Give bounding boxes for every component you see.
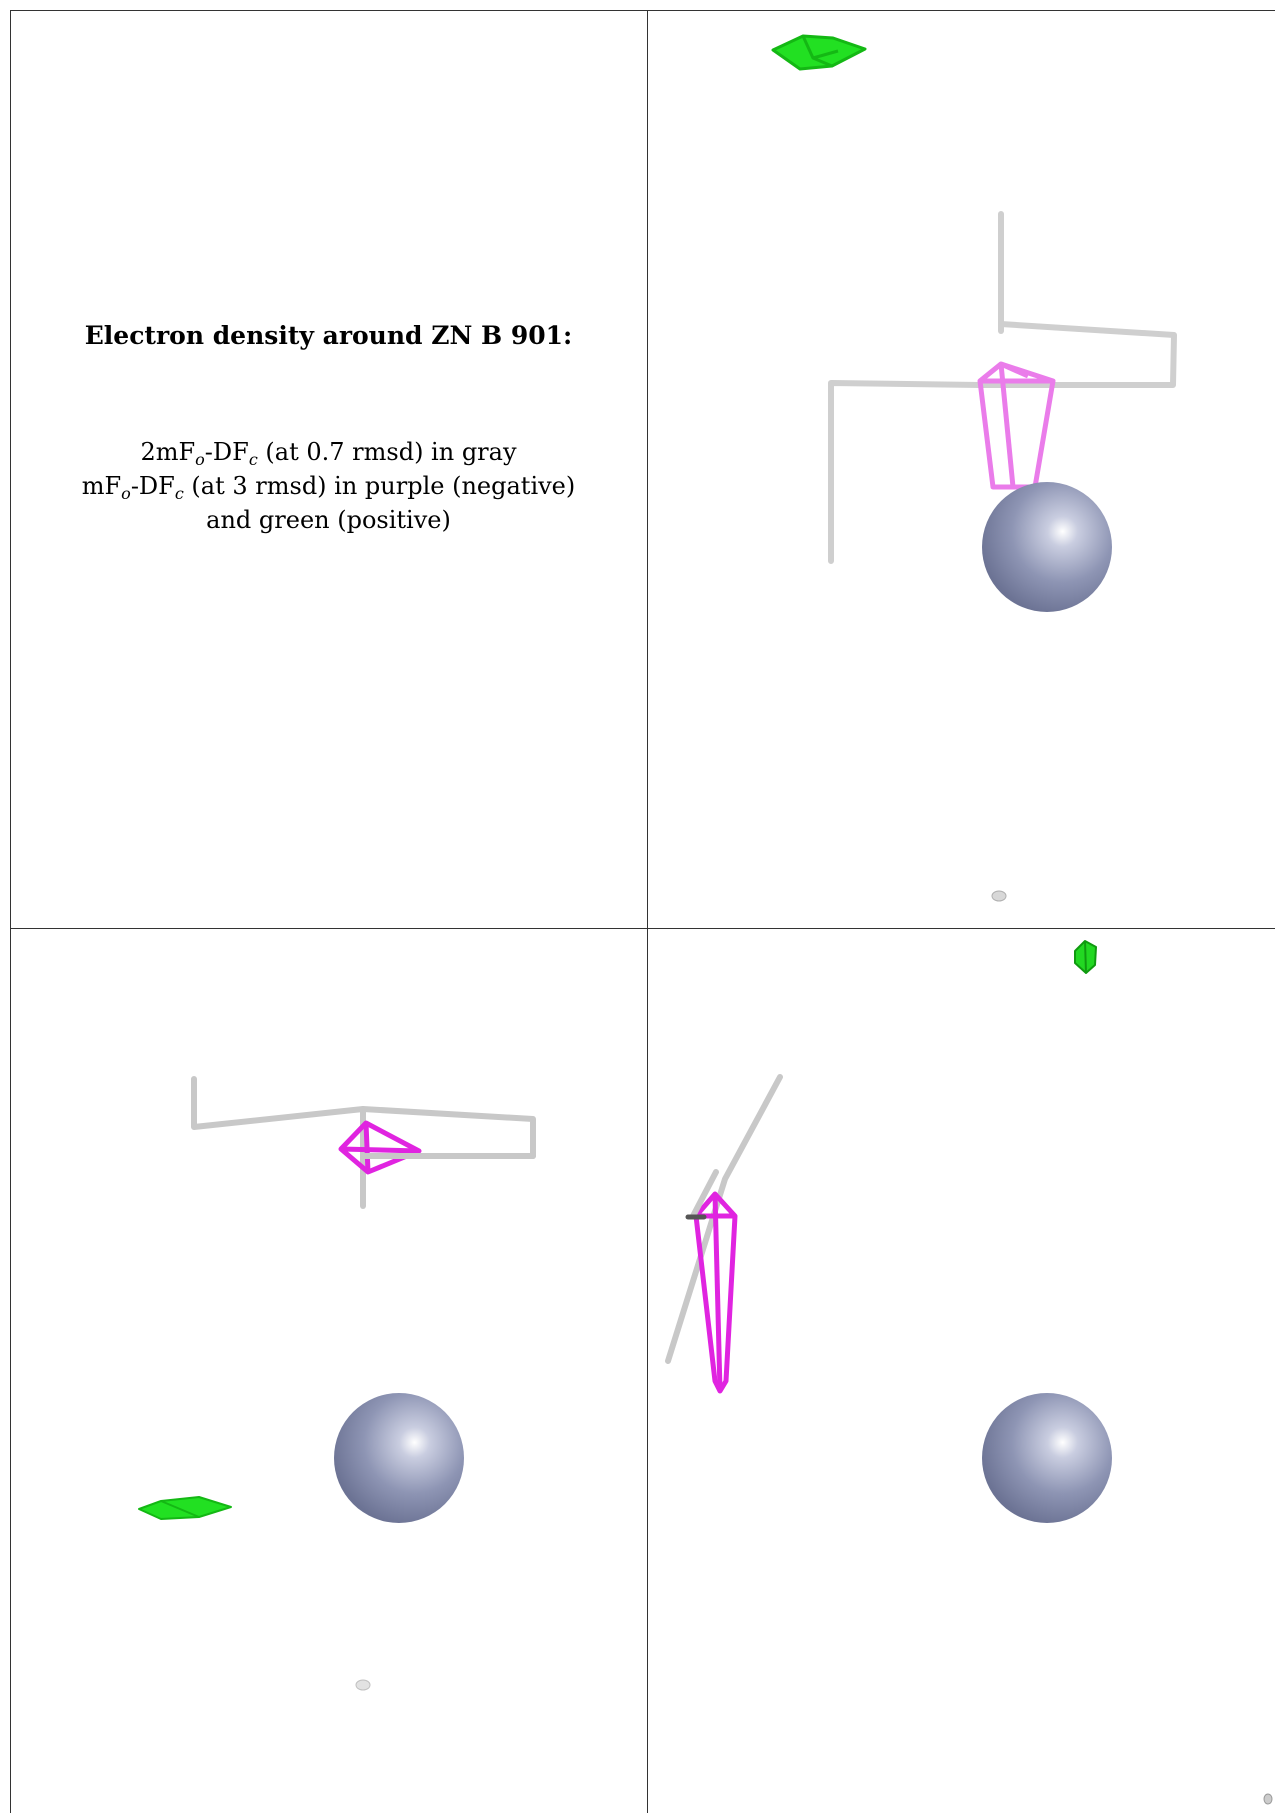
view-top-right (648, 11, 1275, 928)
caption-title: Electron density around ZN B 901: (84, 321, 573, 350)
gray-density-speck (1263, 1793, 1273, 1805)
gray-density-mesh (828, 211, 1177, 564)
gray-density-speck (355, 1679, 371, 1691)
grid-divider-vertical (647, 10, 648, 1813)
zinc-atom-sphere (334, 1393, 464, 1523)
negative-density-cage (338, 1120, 422, 1175)
gray-density-mesh (665, 1074, 783, 1364)
legend-line-difference: mFo-DFc (at 3 rmsd) in purple (negative) (81, 472, 576, 503)
grid-border-left (10, 10, 11, 1813)
zinc-atom-sphere (982, 1393, 1112, 1523)
positive-density-blob (138, 1496, 232, 1520)
negative-density-cage (693, 1191, 738, 1394)
positive-density-blob (771, 34, 867, 71)
caption-legend: 2mFo-DFc (at 0.7 rmsd) in gray mFo-DFc (… (10, 435, 647, 537)
gray-density-crossbar (690, 1169, 719, 1219)
grid-border-top (10, 10, 1275, 11)
legend-line-gray: 2mFo-DFc (at 0.7 rmsd) in gray (140, 438, 517, 469)
gray-density-mesh (191, 1076, 536, 1209)
legend-line-positive: and green (positive) (206, 506, 451, 534)
gray-density-speck (991, 890, 1007, 902)
caption-panel: Electron density around ZN B 901: 2mFo-D… (10, 10, 647, 928)
negative-density-cage (977, 361, 1056, 490)
grid-divider-horizontal (10, 928, 1275, 929)
positive-density-blob (1074, 940, 1097, 974)
view-bottom-right (648, 929, 1275, 1813)
zinc-atom-sphere (982, 482, 1112, 612)
view-bottom-left (11, 929, 647, 1813)
figure-grid: Electron density around ZN B 901: 2mFo-D… (10, 10, 1275, 1813)
